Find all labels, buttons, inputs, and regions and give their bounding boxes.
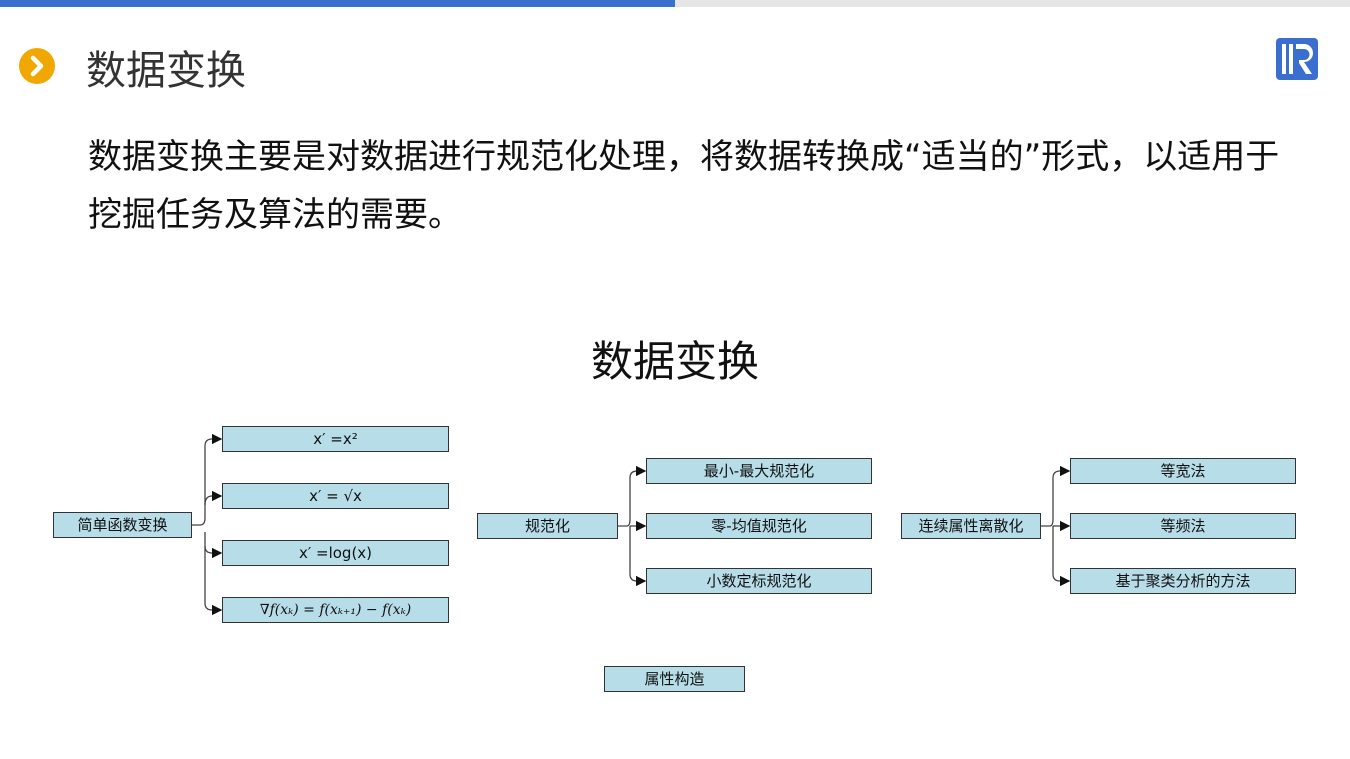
node-attribute-construction: 属性构造 xyxy=(604,666,745,692)
node-clustering: 基于聚类分析的方法 xyxy=(1070,568,1296,594)
progress-bar xyxy=(0,0,1350,7)
node-log: x′ =log(x) xyxy=(222,540,449,566)
node-discretize: 连续属性离散化 xyxy=(901,513,1041,539)
node-difference: ∇f(xₖ) = f(xₖ₊₁) − f(xₖ) xyxy=(222,597,449,623)
progress-fill xyxy=(0,0,675,7)
node-sqrt: x′ = √x xyxy=(222,483,449,509)
logo-icon xyxy=(1276,38,1318,80)
node-zscore: 零-均值规范化 xyxy=(646,513,872,539)
node-equal-width: 等宽法 xyxy=(1070,458,1296,484)
node-decimal: 小数定标规范化 xyxy=(646,568,872,594)
node-simple-function: 简单函数变换 xyxy=(53,512,192,538)
page-title: 数据变换 xyxy=(86,48,246,94)
node-normalize: 规范化 xyxy=(477,513,618,539)
node-equal-frequency: 等频法 xyxy=(1070,513,1296,539)
description: 数据变换主要是对数据进行规范化处理，将数据转换成“适当的”形式，以适用于挖掘任务… xyxy=(88,137,1280,235)
node-square: x′ =x² xyxy=(222,426,449,452)
node-minmax: 最小-最大规范化 xyxy=(646,458,872,484)
chevron-right-icon xyxy=(19,48,55,84)
diagram-title: 数据变换 xyxy=(590,337,759,386)
